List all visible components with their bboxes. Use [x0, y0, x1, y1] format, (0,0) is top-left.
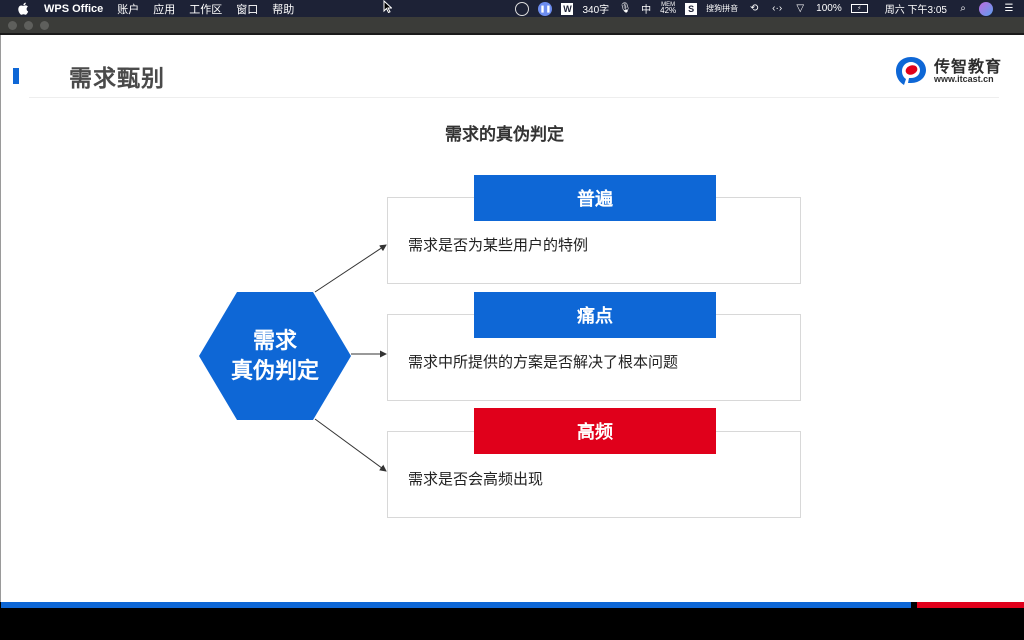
card-description: 需求是否为某些用户的特例	[408, 237, 589, 254]
siri-icon[interactable]	[979, 1, 993, 16]
zoom-window-button[interactable]	[40, 21, 49, 30]
minimize-window-button[interactable]	[24, 21, 33, 30]
hexagon-center-node: 需求 真伪判定	[199, 292, 351, 420]
word-count: 340字	[582, 5, 610, 16]
notification-center-icon[interactable]: ☰	[1004, 3, 1014, 14]
search-icon[interactable]: ⌕	[960, 3, 966, 14]
menu-apps[interactable]: 应用	[153, 3, 176, 16]
obs-icon[interactable]	[515, 1, 530, 16]
logo-text: 传智教育	[934, 59, 1003, 76]
datetime[interactable]: 周六 下午3:05	[884, 5, 947, 16]
code-icon[interactable]: ‹·›	[772, 3, 783, 14]
input-mode[interactable]: 中	[641, 5, 652, 16]
header-accent-bar	[13, 68, 19, 84]
diagram-title: 需求的真伪判定	[445, 125, 564, 144]
footer-bar-red	[917, 602, 1024, 608]
itcast-logo: 传智教育 www.itcast.cn	[894, 53, 1014, 89]
hexagon-line-1: 需求	[252, 328, 297, 353]
menu-app-name[interactable]: WPS Office	[44, 2, 104, 15]
sogou-icon[interactable]: S	[685, 2, 698, 15]
battery-percent: 100%	[816, 3, 842, 14]
pause-icon[interactable]: ❚❚	[538, 1, 553, 16]
close-window-button[interactable]	[8, 21, 17, 30]
menu-window[interactable]: 窗口	[236, 3, 259, 16]
apple-icon[interactable]	[16, 2, 30, 16]
time-machine-icon[interactable]: ⟲	[749, 3, 759, 14]
tag-pain-point: 痛点	[474, 292, 716, 338]
card-description: 需求中所提供的方案是否解决了根本问题	[408, 354, 679, 371]
footer-bar-blue	[1, 602, 911, 608]
menu-help[interactable]: 帮助	[272, 3, 295, 16]
battery-icon[interactable]: ⚡	[850, 4, 868, 13]
slide: 需求甄别 传智教育 www.itcast.cn 需求的真伪判定 需求 真伪判定 …	[0, 35, 1024, 608]
logo-mark-icon	[896, 57, 926, 85]
wifi-icon[interactable]: ▽	[796, 3, 805, 14]
tag-high-frequency: 高频	[474, 408, 716, 454]
menu-account[interactable]: 账户	[117, 3, 140, 16]
menu-bar: WPS Office 账户 应用 工作区 窗口 帮助 ❚❚ W 340字 🎙 中…	[0, 0, 1024, 17]
wps-icon[interactable]: W	[561, 2, 574, 15]
header-divider	[29, 97, 999, 98]
window-titlebar	[0, 17, 1024, 35]
card-description: 需求是否会高频出现	[408, 471, 544, 488]
hexagon-line-2: 真伪判定	[230, 358, 319, 383]
slide-title: 需求甄别	[69, 65, 165, 91]
logo-url: www.itcast.cn	[934, 74, 994, 84]
ime-name[interactable]: 搜狗拼音	[706, 4, 739, 13]
menu-workspace[interactable]: 工作区	[189, 3, 223, 16]
microphone-icon[interactable]: 🎙	[618, 3, 632, 14]
tag-universal: 普遍	[474, 175, 716, 221]
mouse-cursor-icon	[383, 0, 393, 16]
